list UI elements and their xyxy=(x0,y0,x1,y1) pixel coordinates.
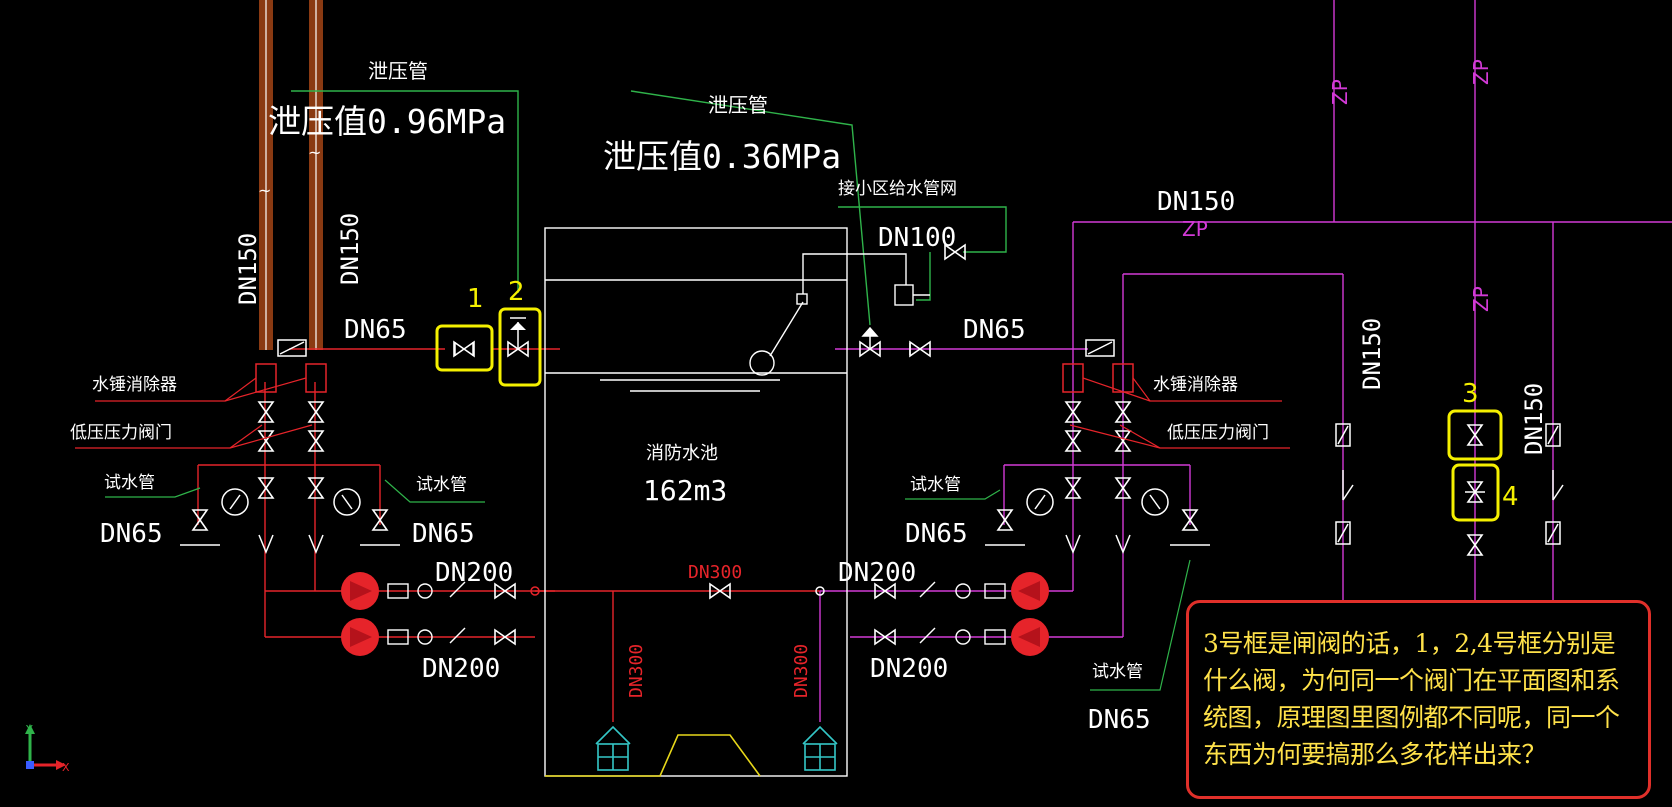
mark-1: 1 xyxy=(467,284,484,314)
svg-text:~: ~ xyxy=(258,181,271,200)
label-relief-pipe-mid: 泄压管 xyxy=(708,93,768,117)
suction-hood-right xyxy=(802,725,838,771)
label-test-pipe-mid-left: 试水管 xyxy=(416,475,467,495)
label-relief-pipe-left: 泄压管 xyxy=(368,59,428,83)
highlight-box-1[interactable] xyxy=(435,324,494,372)
label-dn150-top: DN150 xyxy=(1157,187,1235,217)
label-dn150-left1: DN150 xyxy=(234,233,262,305)
label-dn150-left2: DN150 xyxy=(336,213,364,285)
question-note: 3号框是闸阀的话，1，2,4号框分别是什么阀，为何同一个阀门在平面图和系统图，原… xyxy=(1186,600,1651,799)
label-dn200-b: DN200 xyxy=(422,654,500,684)
label-dn65-right-top: DN65 xyxy=(963,315,1026,345)
label-dn65-b: DN65 xyxy=(412,519,475,549)
ucs-axis-icon: Y X xyxy=(25,723,70,774)
label-water-hammer-right: 水锤消除器 xyxy=(1153,375,1238,395)
mark-2: 2 xyxy=(508,277,525,307)
pool-bottom-sump xyxy=(545,734,761,777)
label-test-pipe-left: 试水管 xyxy=(104,473,155,493)
leader-lines xyxy=(75,377,1290,449)
label-dn65-c: DN65 xyxy=(905,519,968,549)
label-low-pressure-left: 低压压力阀门 xyxy=(70,423,172,443)
svg-text:X: X xyxy=(62,761,70,774)
label-dn300-h: DN300 xyxy=(688,562,742,583)
mark-4: 4 xyxy=(1502,482,1519,512)
label-dn150-right1: DN150 xyxy=(1358,318,1386,390)
label-dn65-d: DN65 xyxy=(1088,705,1151,735)
label-to-district: 接小区给水管网 xyxy=(838,179,957,199)
label-zp-v2: ZP xyxy=(1469,59,1493,85)
zp-riser-components xyxy=(1335,423,1564,556)
label-water-hammer-left: 水锤消除器 xyxy=(92,375,177,395)
label-dn200-d: DN200 xyxy=(870,654,948,684)
magenta-pipes xyxy=(819,0,1672,722)
left-pumps xyxy=(341,572,540,656)
highlight-box-3[interactable] xyxy=(1447,409,1503,461)
question-note-text: 3号框是闸阀的话，1，2,4号框分别是什么阀，为何同一个阀门在平面图和系统图，原… xyxy=(1203,629,1620,769)
label-dn65-a: DN65 xyxy=(100,519,163,549)
label-test-pipe-mid-right: 试水管 xyxy=(910,475,961,495)
left-equipment xyxy=(180,339,400,554)
highlight-box-4[interactable] xyxy=(1451,463,1500,522)
label-dn200-a: DN200 xyxy=(435,558,513,588)
right-pumps xyxy=(709,572,1049,656)
label-low-pressure-right: 低压压力阀门 xyxy=(1167,423,1269,443)
fire-pool xyxy=(544,227,930,777)
svg-text:~: ~ xyxy=(308,143,321,162)
label-dn100: DN100 xyxy=(878,223,956,253)
label-zp-v3: ZP xyxy=(1469,286,1493,312)
relief-pipe-green xyxy=(291,90,1007,326)
label-dn150-right2: DN150 xyxy=(1520,383,1548,455)
label-pool-name: 消防水池 xyxy=(646,443,718,464)
label-dn300-v1: DN300 xyxy=(626,644,647,698)
label-relief-value-mid: 泄压值0.36MPa xyxy=(603,137,841,176)
red-pipes xyxy=(197,348,820,722)
label-zp-top: ZP xyxy=(1182,217,1208,241)
right-inlet-valves xyxy=(859,244,966,357)
right-equipment xyxy=(985,339,1210,554)
label-relief-value-left: 泄压值0.96MPa xyxy=(268,102,506,141)
mark-3: 3 xyxy=(1462,379,1479,409)
suction-hood-left xyxy=(595,725,631,771)
label-pool-volume: 162m3 xyxy=(643,474,727,507)
left-risers: ~ ~ xyxy=(258,0,323,350)
label-dn200-c: DN200 xyxy=(838,558,916,588)
label-test-pipe-bottom: 试水管 xyxy=(1092,662,1143,682)
svg-text:Y: Y xyxy=(25,723,33,736)
label-dn300-v2: DN300 xyxy=(791,644,812,698)
label-zp-v1: ZP xyxy=(1328,79,1352,105)
test-pipe-leaders xyxy=(105,479,1191,691)
highlight-box-2[interactable] xyxy=(498,307,542,387)
label-dn65-left-top: DN65 xyxy=(344,315,407,345)
